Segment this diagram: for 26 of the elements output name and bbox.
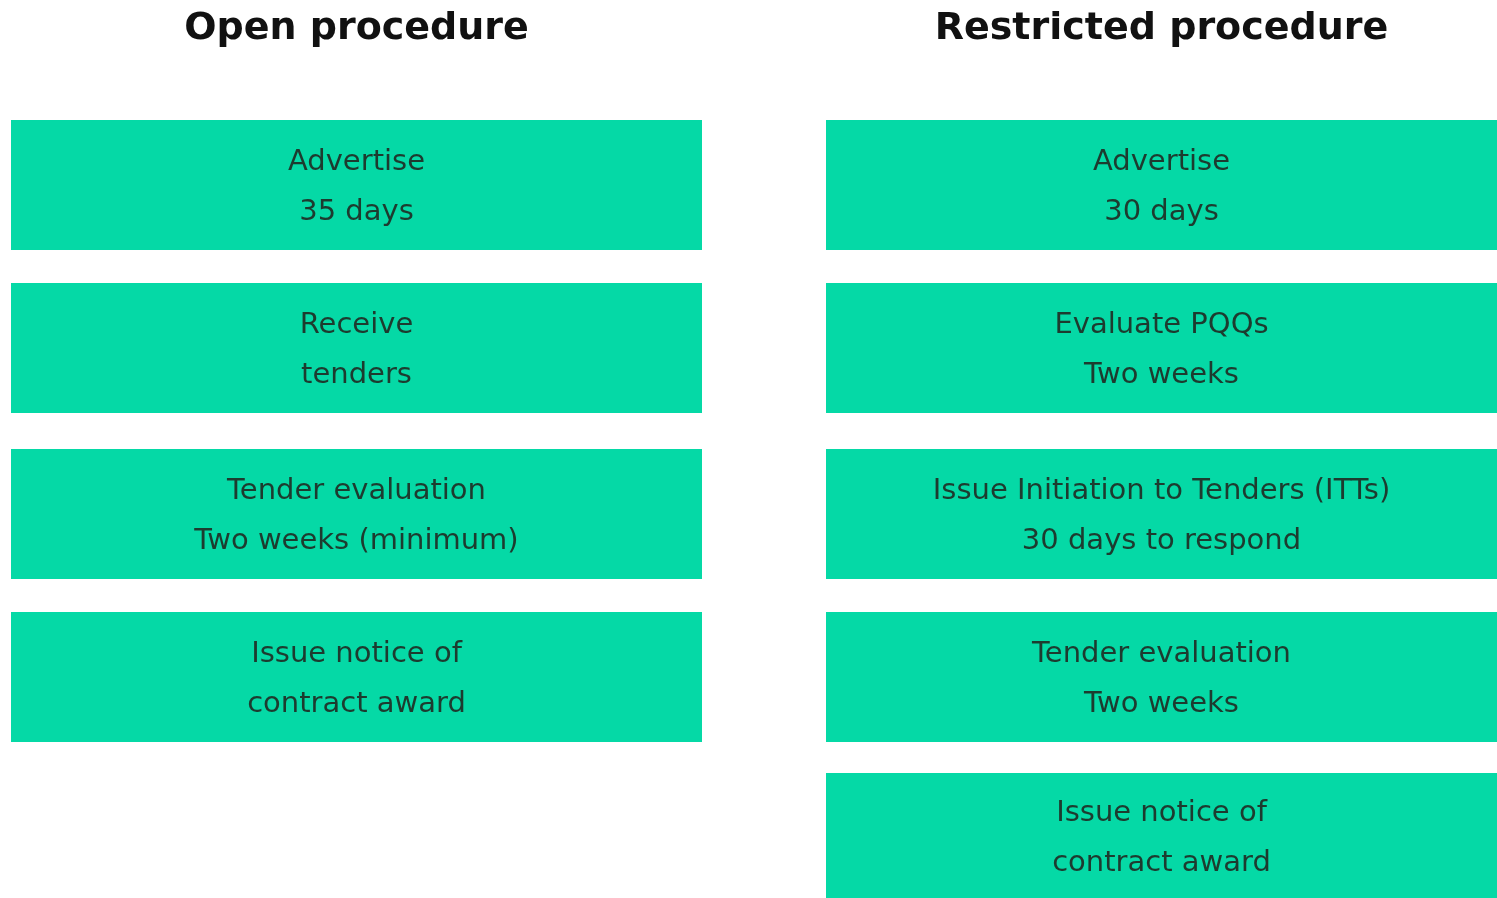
step-title: Tender evaluation (227, 471, 486, 508)
step-box (826, 283, 1497, 413)
step-title: Advertise (1092, 142, 1230, 179)
step-box (11, 120, 702, 250)
column-heading: Restricted procedure (934, 4, 1389, 48)
step-box (826, 449, 1497, 579)
duration-text: Two weeks (1084, 684, 1239, 721)
step-title: Evaluate PQQs (1054, 305, 1269, 342)
step-title: Issue notice of contract award (1051, 792, 1272, 880)
step-title: Receive tenders (298, 305, 415, 392)
step-box (11, 283, 702, 413)
step-title: Issue notice of contract award (246, 634, 467, 721)
step-title: Advertise (287, 142, 425, 179)
step-box (826, 120, 1497, 250)
step-title: Tender evaluation (1032, 634, 1291, 671)
step-box (826, 773, 1497, 898)
duration-text: Two weeks (1084, 355, 1239, 392)
step-box (826, 612, 1497, 742)
column-heading: Open procedure (184, 4, 529, 48)
duration-text: 30 days to respond (1021, 521, 1302, 558)
step-box (11, 449, 702, 579)
duration-text: Two weeks (minimum) (194, 521, 519, 558)
duration-text: 35 days (299, 192, 414, 229)
step-box (11, 612, 702, 742)
duration-text: 30 days (1104, 192, 1219, 229)
step-title: Issue Initiation to Tenders (ITTs) (932, 471, 1391, 508)
